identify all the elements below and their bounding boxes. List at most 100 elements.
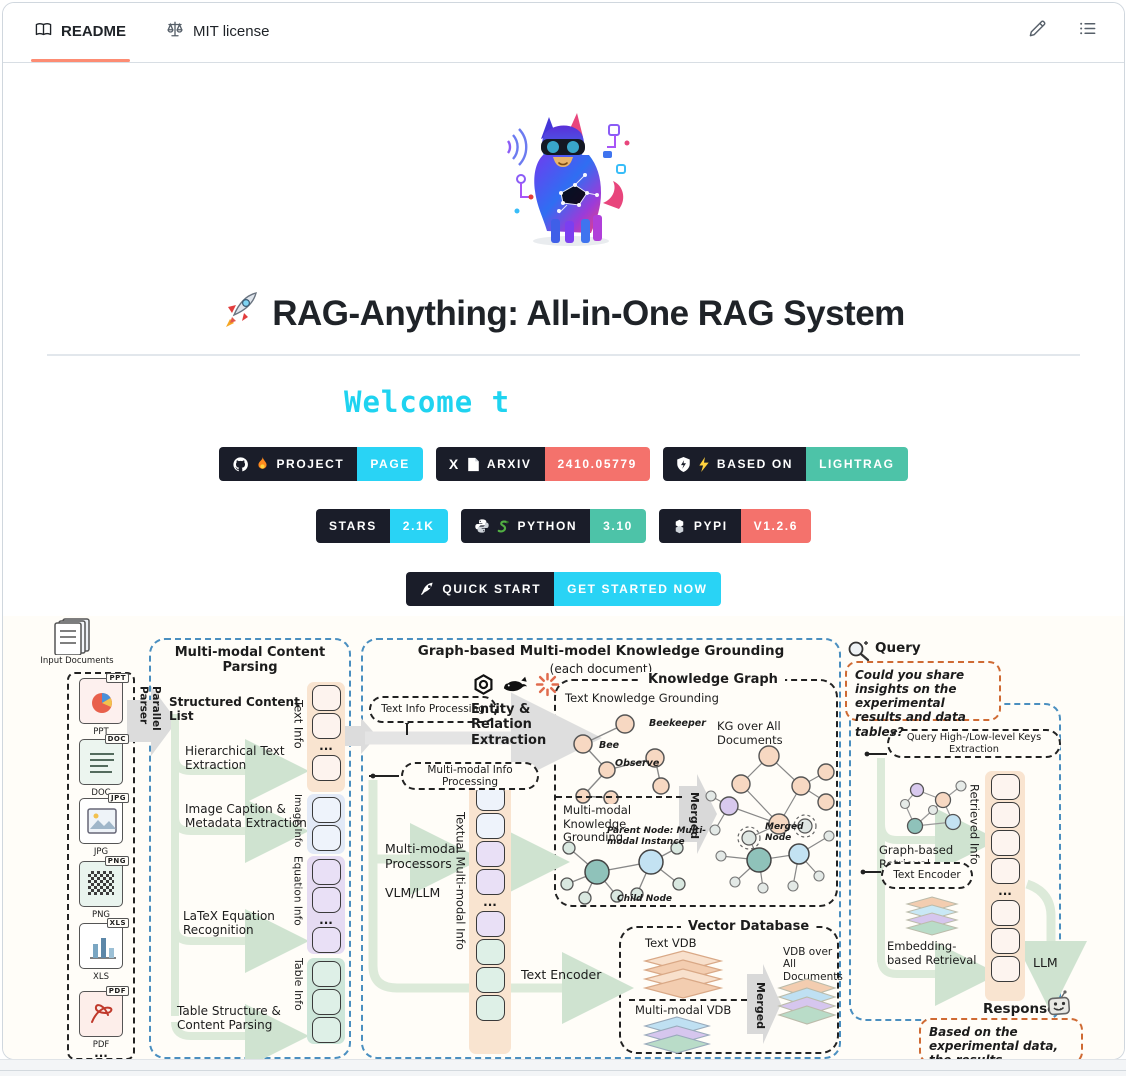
tab-readme-label: README [61, 22, 127, 40]
shield-icon [677, 456, 690, 472]
badge-python-version[interactable]: PYTHON 3.10 [460, 509, 646, 543]
table-info-label: Table Info [291, 958, 305, 1011]
query-magnifier-icon [845, 638, 871, 665]
badge-quick-start[interactable]: QUICK START GET STARTED NOW [406, 572, 721, 606]
badge-quick-start-label: QUICK START [442, 582, 542, 596]
kg-all-graph [705, 745, 835, 894]
query-label: Query [875, 640, 921, 656]
image-info-label: Image Info [291, 794, 303, 848]
snake-icon [497, 520, 509, 532]
badge-pypi-value: V1.2.6 [740, 509, 811, 543]
badge-project-value: PAGE [357, 447, 423, 481]
fire-icon [258, 456, 268, 469]
query-graph [899, 780, 967, 835]
image-info-stack [307, 794, 345, 854]
file-doc-caption: DOC [91, 788, 111, 798]
file-ppt: PPT [79, 673, 129, 724]
badge-quick-start-value: GET STARTED NOW [554, 572, 721, 606]
text-info-processing-pill: Text Info Processing [369, 696, 497, 723]
file-doc: DOC [79, 734, 129, 785]
table-info-stack [307, 958, 345, 1044]
active-tab-underline [31, 59, 131, 62]
tab-license-label: MIT license [193, 22, 270, 40]
badge-row-1: PROJECT PAGE X ARXIV 2410.05779 BASED ON… [3, 447, 1124, 481]
badge-based-on-value: LIGHTRAG [806, 447, 908, 481]
file-tabbar: README MIT license [3, 3, 1124, 63]
kg-text-grounding-label: Text Knowledge Grounding [565, 691, 719, 705]
rocket-icon [421, 582, 434, 596]
vdb-all-sheets [777, 978, 837, 1025]
page-title-text: RAG-Anything: All-in-One RAG System [272, 293, 905, 333]
vdb-title: Vector Database [681, 919, 817, 935]
badge-project-page[interactable]: PROJECT PAGE [219, 447, 423, 481]
file-png-caption: PNG [91, 910, 111, 920]
grounding-subtitle: (each document) [549, 662, 653, 676]
title-divider [47, 354, 1080, 356]
file-pdf: PDF [79, 986, 129, 1037]
retrieved-info-stack: ... [985, 771, 1025, 1001]
text-encoder-label: Text Encoder [521, 967, 602, 982]
parallel-parser-label: Parallel Parser [137, 686, 162, 731]
badge-based-on-label: BASED ON [716, 457, 794, 471]
kg-all-docs-label: KG over All Documents [717, 719, 783, 747]
tab-readme[interactable]: README [31, 3, 131, 62]
input-files-box [67, 672, 135, 1059]
rocket-emoji-icon [222, 291, 258, 336]
badge-project-label: PROJECT [276, 457, 345, 471]
equation-info-stack: ... [307, 856, 345, 954]
robot-icon [1045, 990, 1073, 1021]
text-vdb-label: Text VDB [645, 936, 697, 950]
vdb-merged-label: Merged [753, 982, 767, 1030]
kg-child-node-label: Child Node [617, 894, 673, 904]
python-icon [474, 519, 489, 533]
input-documents-icon [49, 617, 101, 658]
badge-pypi-version[interactable]: PYPI V1.2.6 [658, 509, 811, 543]
file-jpg: JPG [79, 793, 129, 844]
textual-mm-info-label: Textual Multi-modal Info [453, 812, 468, 950]
badge-stars[interactable]: STARS 2.1K [316, 509, 448, 543]
badge-row-2: STARS 2.1K PYTHON 3.10 PYPI [3, 509, 1124, 543]
edit-pencil-icon[interactable] [1026, 17, 1048, 39]
llm-label: LLM [1033, 955, 1058, 970]
badge-arxiv-value: 2410.05779 [544, 447, 650, 481]
claude-icon [535, 672, 560, 697]
whale-icon [503, 676, 528, 692]
file-png: PNG [79, 856, 129, 907]
vdb-all-docs-label: VDB over All Documents [783, 946, 843, 983]
openai-icon [474, 674, 493, 695]
badge-python-label: PYTHON [517, 519, 578, 533]
query-question-bubble: Could you share insights on the experime… [845, 661, 1001, 739]
kg-merged-label: Merged [687, 792, 701, 840]
mm-vdb-sheets [642, 1016, 712, 1054]
badge-arxiv[interactable]: X ARXIV 2410.05779 [435, 447, 650, 481]
keys-extraction-pill: Query High-/Low-level Keys Extraction [887, 729, 1061, 758]
badge-python-value: 3.10 [590, 509, 646, 543]
mm-info-processing-pill: Multi-modal Info Processing [401, 762, 539, 790]
grounding-title: Graph-based Multi-model Knowledge Ground… [417, 643, 785, 659]
file-pdf-caption: PDF [92, 1040, 110, 1050]
kg-bee-label: Bee [599, 740, 620, 751]
scales-icon [166, 20, 184, 42]
file-ppt-caption: PPT [93, 727, 109, 737]
equation-info-label: Equation Info [291, 856, 304, 926]
outline-list-icon[interactable] [1076, 17, 1098, 39]
mm-vdb-label: Multi-modal VDB [635, 1003, 732, 1017]
lightning-icon [699, 456, 709, 472]
parsing-item-hierarchical: Hierarchical Text Extraction [185, 744, 285, 773]
file-xls: XLS [79, 918, 129, 969]
text-vdb-sheets [642, 950, 724, 999]
badge-row-3: QUICK START GET STARTED NOW [3, 572, 1124, 606]
kg-beekeeper-label: Beekeeper [649, 718, 706, 729]
badge-stars-label: STARS [316, 509, 390, 543]
grounding-panel [361, 638, 841, 1059]
file-jpg-caption: JPG [93, 847, 109, 857]
tab-license[interactable]: MIT license [166, 3, 269, 59]
embedding-retrieval-label: Embedding-based Retrieval [887, 939, 977, 967]
page-title: RAG-Anything: All-in-One RAG System [3, 291, 1124, 336]
page-bottom-strip [0, 1059, 1126, 1076]
textual-mm-stack: ... [469, 782, 511, 1054]
book-icon [35, 21, 52, 42]
welcome-typing-text: Welcome t [344, 385, 511, 419]
architecture-diagram: Input Documents PPT PPT DOC DOC JPG JPG … [3, 616, 1124, 1059]
badge-based-on-lightrag[interactable]: BASED ON LIGHTRAG [662, 447, 908, 481]
